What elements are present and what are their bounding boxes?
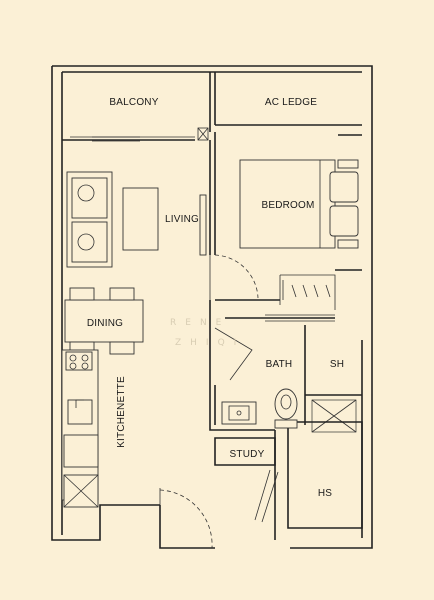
bath-walls (209, 325, 362, 433)
svg-text:RENE: RENE (170, 318, 230, 328)
study-walls (214, 421, 363, 540)
balcony-area (62, 72, 362, 142)
svg-text:ZHIQI: ZHIQI (175, 338, 245, 348)
room-label-bath: BATH (266, 359, 293, 370)
bedroom-walls (209, 132, 362, 325)
outer-walls (51, 65, 373, 549)
kitchen-counter (61, 349, 99, 508)
room-label-sh: SH (330, 359, 344, 370)
room-label-bedroom: BEDROOM (261, 200, 314, 211)
watermark: RENE ZHIQI (170, 318, 245, 348)
vanity (221, 401, 257, 425)
sofa (66, 171, 113, 268)
entrance-door (159, 488, 213, 549)
room-label-kitchenette: KITCHENETTE (116, 376, 127, 448)
room-label-dining: DINING (87, 318, 123, 329)
coffee-table (122, 187, 159, 251)
dining-set (64, 287, 144, 355)
room-label-study: STUDY (230, 449, 265, 460)
tv-console (199, 194, 207, 256)
toilet (274, 388, 298, 429)
room-label-hs: HS (318, 488, 332, 499)
room-label-ac-ledge: AC LEDGE (265, 97, 317, 108)
room-label-balcony: BALCONY (109, 97, 158, 108)
bed (239, 159, 359, 249)
room-label-living: LIVING (165, 214, 199, 225)
living-door (209, 254, 259, 300)
